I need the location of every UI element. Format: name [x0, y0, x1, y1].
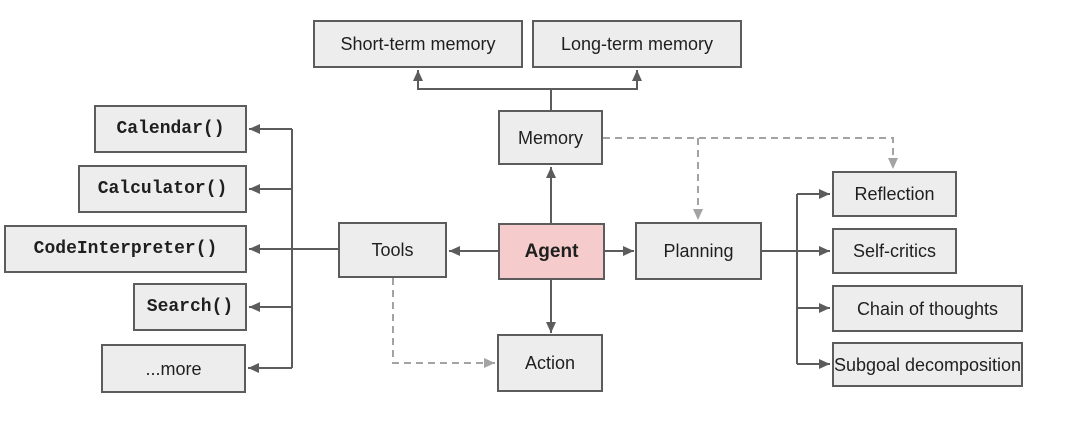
- edge-planning-trunk: [762, 194, 798, 364]
- edge-memory-short-term: [413, 70, 551, 90]
- node-reflection: Reflection: [832, 171, 957, 217]
- edge-tools-action-dashed: [392, 278, 495, 368]
- node-memory: Memory: [498, 110, 603, 165]
- edge-memory-long-term: [551, 70, 642, 90]
- edge-tools-trunk: [291, 129, 338, 368]
- node-long-term-memory: Long-term memory: [532, 20, 742, 68]
- node-agent: Agent: [498, 223, 605, 280]
- node-planning: Planning: [635, 222, 762, 280]
- node-tools: Tools: [338, 222, 447, 278]
- node-chain-of-thoughts: Chain of thoughts: [832, 285, 1023, 332]
- node-self-critics: Self-critics: [832, 228, 957, 274]
- node-subgoal-decomposition: Subgoal decomposition: [832, 342, 1023, 387]
- node-short-term-memory: Short-term memory: [313, 20, 523, 68]
- node-more: ...more: [101, 344, 246, 393]
- node-action: Action: [497, 334, 603, 392]
- edge-memory-reflection-dashed: [603, 137, 898, 169]
- node-search: Search(): [133, 283, 247, 331]
- node-calendar: Calendar(): [94, 105, 247, 153]
- node-calculator: Calculator(): [78, 165, 247, 213]
- node-code-interpreter: CodeInterpreter(): [4, 225, 247, 273]
